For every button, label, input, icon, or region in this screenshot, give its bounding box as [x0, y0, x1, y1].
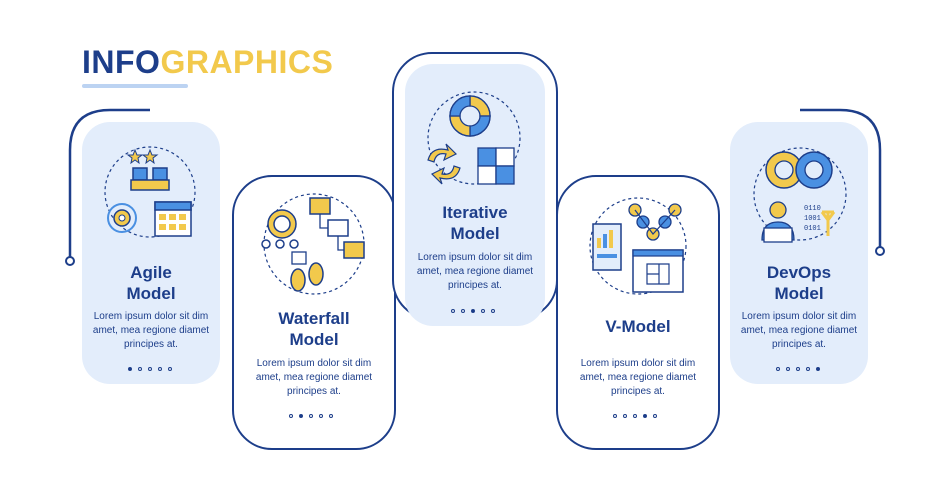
agile-team-calendar-icon [104, 146, 196, 238]
card-agile-title-line1: Agile [130, 263, 172, 282]
pagination-dot [299, 414, 303, 418]
title-part-info: INFO [82, 44, 161, 80]
card-waterfall-title-line2: Model [289, 330, 339, 349]
svg-text:0101: 0101 [804, 225, 821, 233]
pagination-dot [786, 367, 790, 371]
pagination-dot [633, 414, 637, 418]
card-waterfall-pagination [289, 414, 333, 418]
iterative-cycle-puzzle-icon [427, 91, 521, 185]
pagination-dot [816, 367, 820, 371]
pagination-dot [451, 309, 455, 313]
card-vmodel-title: V-Model [556, 316, 720, 337]
pagination-dot [796, 367, 800, 371]
title-part-graphics: GRAPHICS [160, 44, 334, 80]
svg-text:0110: 0110 [804, 205, 821, 213]
pagination-dot [481, 309, 485, 313]
card-devops-pagination [776, 367, 820, 371]
pagination-dot [613, 414, 617, 418]
pagination-dot [653, 414, 657, 418]
pagination-dot [471, 309, 475, 313]
card-vmodel-title-line1: V-Model [605, 317, 671, 336]
card-iterative-title-line2: Model [450, 224, 500, 243]
card-agile-title-line2: Model [126, 284, 176, 303]
pagination-dot [491, 309, 495, 313]
card-devops-title: DevOps Model [730, 262, 868, 304]
pagination-dot [806, 367, 810, 371]
svg-text:1001: 1001 [804, 215, 821, 223]
card-agile [82, 122, 220, 384]
pagination-dot [289, 414, 293, 418]
card-waterfall-body: Lorem ipsum dolor sit dim amet, mea regi… [255, 358, 373, 397]
card-waterfall-title: Waterfall Model [232, 308, 396, 350]
pagination-dot [776, 367, 780, 371]
card-iterative-title-line1: Iterative [442, 203, 508, 222]
card-waterfall [232, 175, 396, 450]
card-agile-pagination [128, 367, 172, 371]
pagination-dot [461, 309, 465, 313]
card-devops-title-line1: DevOps [766, 263, 832, 282]
v-model-diagram-icon [589, 197, 687, 295]
card-iterative-pagination [451, 309, 495, 313]
card-devops-title-line2: Model [774, 284, 824, 303]
card-waterfall-title-line1: Waterfall [278, 309, 350, 328]
card-agile-body: Lorem ipsum dolor sit dim amet, mea regi… [92, 311, 210, 350]
pagination-dot [319, 414, 323, 418]
pagination-dot [158, 367, 162, 371]
card-iterative-body: Lorem ipsum dolor sit dim amet, mea regi… [416, 252, 534, 291]
infographic-title: INFOGRAPHICS [82, 44, 333, 81]
pagination-dot [168, 367, 172, 371]
card-vmodel-body: Lorem ipsum dolor sit dim amet, mea regi… [579, 358, 697, 397]
waterfall-process-icon [261, 193, 365, 295]
card-devops-body: Lorem ipsum dolor sit dim amet, mea regi… [740, 311, 858, 350]
card-agile-title: Agile Model [82, 262, 220, 304]
devops-engineer-icon: 0110 1001 0101 [753, 147, 847, 243]
card-iterative-title: Iterative Model [405, 202, 545, 244]
title-underline [82, 84, 188, 88]
pagination-dot [148, 367, 152, 371]
pagination-dot [643, 414, 647, 418]
pagination-dot [309, 414, 313, 418]
card-vmodel-pagination [613, 414, 657, 418]
pagination-dot [329, 414, 333, 418]
pagination-dot [128, 367, 132, 371]
pagination-dot [623, 414, 627, 418]
pagination-dot [138, 367, 142, 371]
